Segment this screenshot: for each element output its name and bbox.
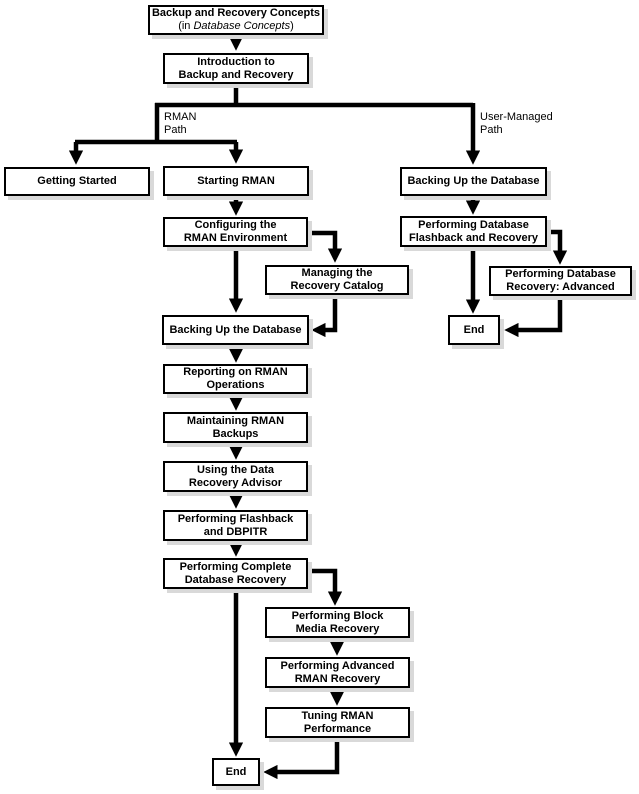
node-introduction[interactable]: Introduction to Backup and Recovery <box>163 53 309 84</box>
connector-dbrecoveryadv-end <box>504 297 563 338</box>
connector-dbflashback-advanced <box>547 229 568 265</box>
node-backing-up-database-user-managed[interactable]: Backing Up the Database <box>400 167 547 196</box>
node-starting-rman[interactable]: Starting RMAN <box>163 166 309 196</box>
node-performing-block-media-recovery[interactable]: Performing Block Media Recovery <box>265 607 410 638</box>
user-managed-path-label: User-Managed Path <box>480 111 553 136</box>
connector-configuring-managing <box>308 230 343 263</box>
concepts-subtitle: (in Database Concepts) <box>178 20 294 32</box>
connector-managing-backing <box>311 296 338 338</box>
node-configuring-rman-environment[interactable]: Configuring the RMAN Environment <box>163 217 308 247</box>
node-performing-complete-database-recovery[interactable]: Performing Complete Database Recovery <box>163 558 308 589</box>
connector-tuning-end <box>263 738 340 780</box>
node-backup-recovery-concepts[interactable]: Backup and Recovery Concepts (in Databas… <box>148 5 324 35</box>
node-tuning-rman-performance[interactable]: Tuning RMAN Performance <box>265 707 410 738</box>
node-using-data-recovery-advisor[interactable]: Using the Data Recovery Advisor <box>163 461 308 492</box>
node-backing-up-database-rman[interactable]: Backing Up the Database <box>162 315 309 345</box>
node-performing-advanced-rman-recovery[interactable]: Performing Advanced RMAN Recovery <box>265 657 410 688</box>
connector-complete-block <box>308 568 343 606</box>
node-performing-flashback-dbpitr[interactable]: Performing Flashback and DBPITR <box>163 510 308 541</box>
rman-path-label: RMAN Path <box>164 111 197 136</box>
node-getting-started[interactable]: Getting Started <box>4 167 150 196</box>
node-end-rman-path[interactable]: End <box>212 758 260 786</box>
node-end-user-managed-path[interactable]: End <box>448 315 500 345</box>
node-performing-database-recovery-advanced[interactable]: Performing Database Recovery: Advanced <box>489 266 632 296</box>
node-maintaining-rman-backups[interactable]: Maintaining RMAN Backups <box>163 412 308 443</box>
node-performing-database-flashback-recovery[interactable]: Performing Database Flashback and Recove… <box>400 216 547 247</box>
node-reporting-rman-operations[interactable]: Reporting on RMAN Operations <box>163 364 308 394</box>
node-managing-recovery-catalog[interactable]: Managing the Recovery Catalog <box>265 265 409 295</box>
